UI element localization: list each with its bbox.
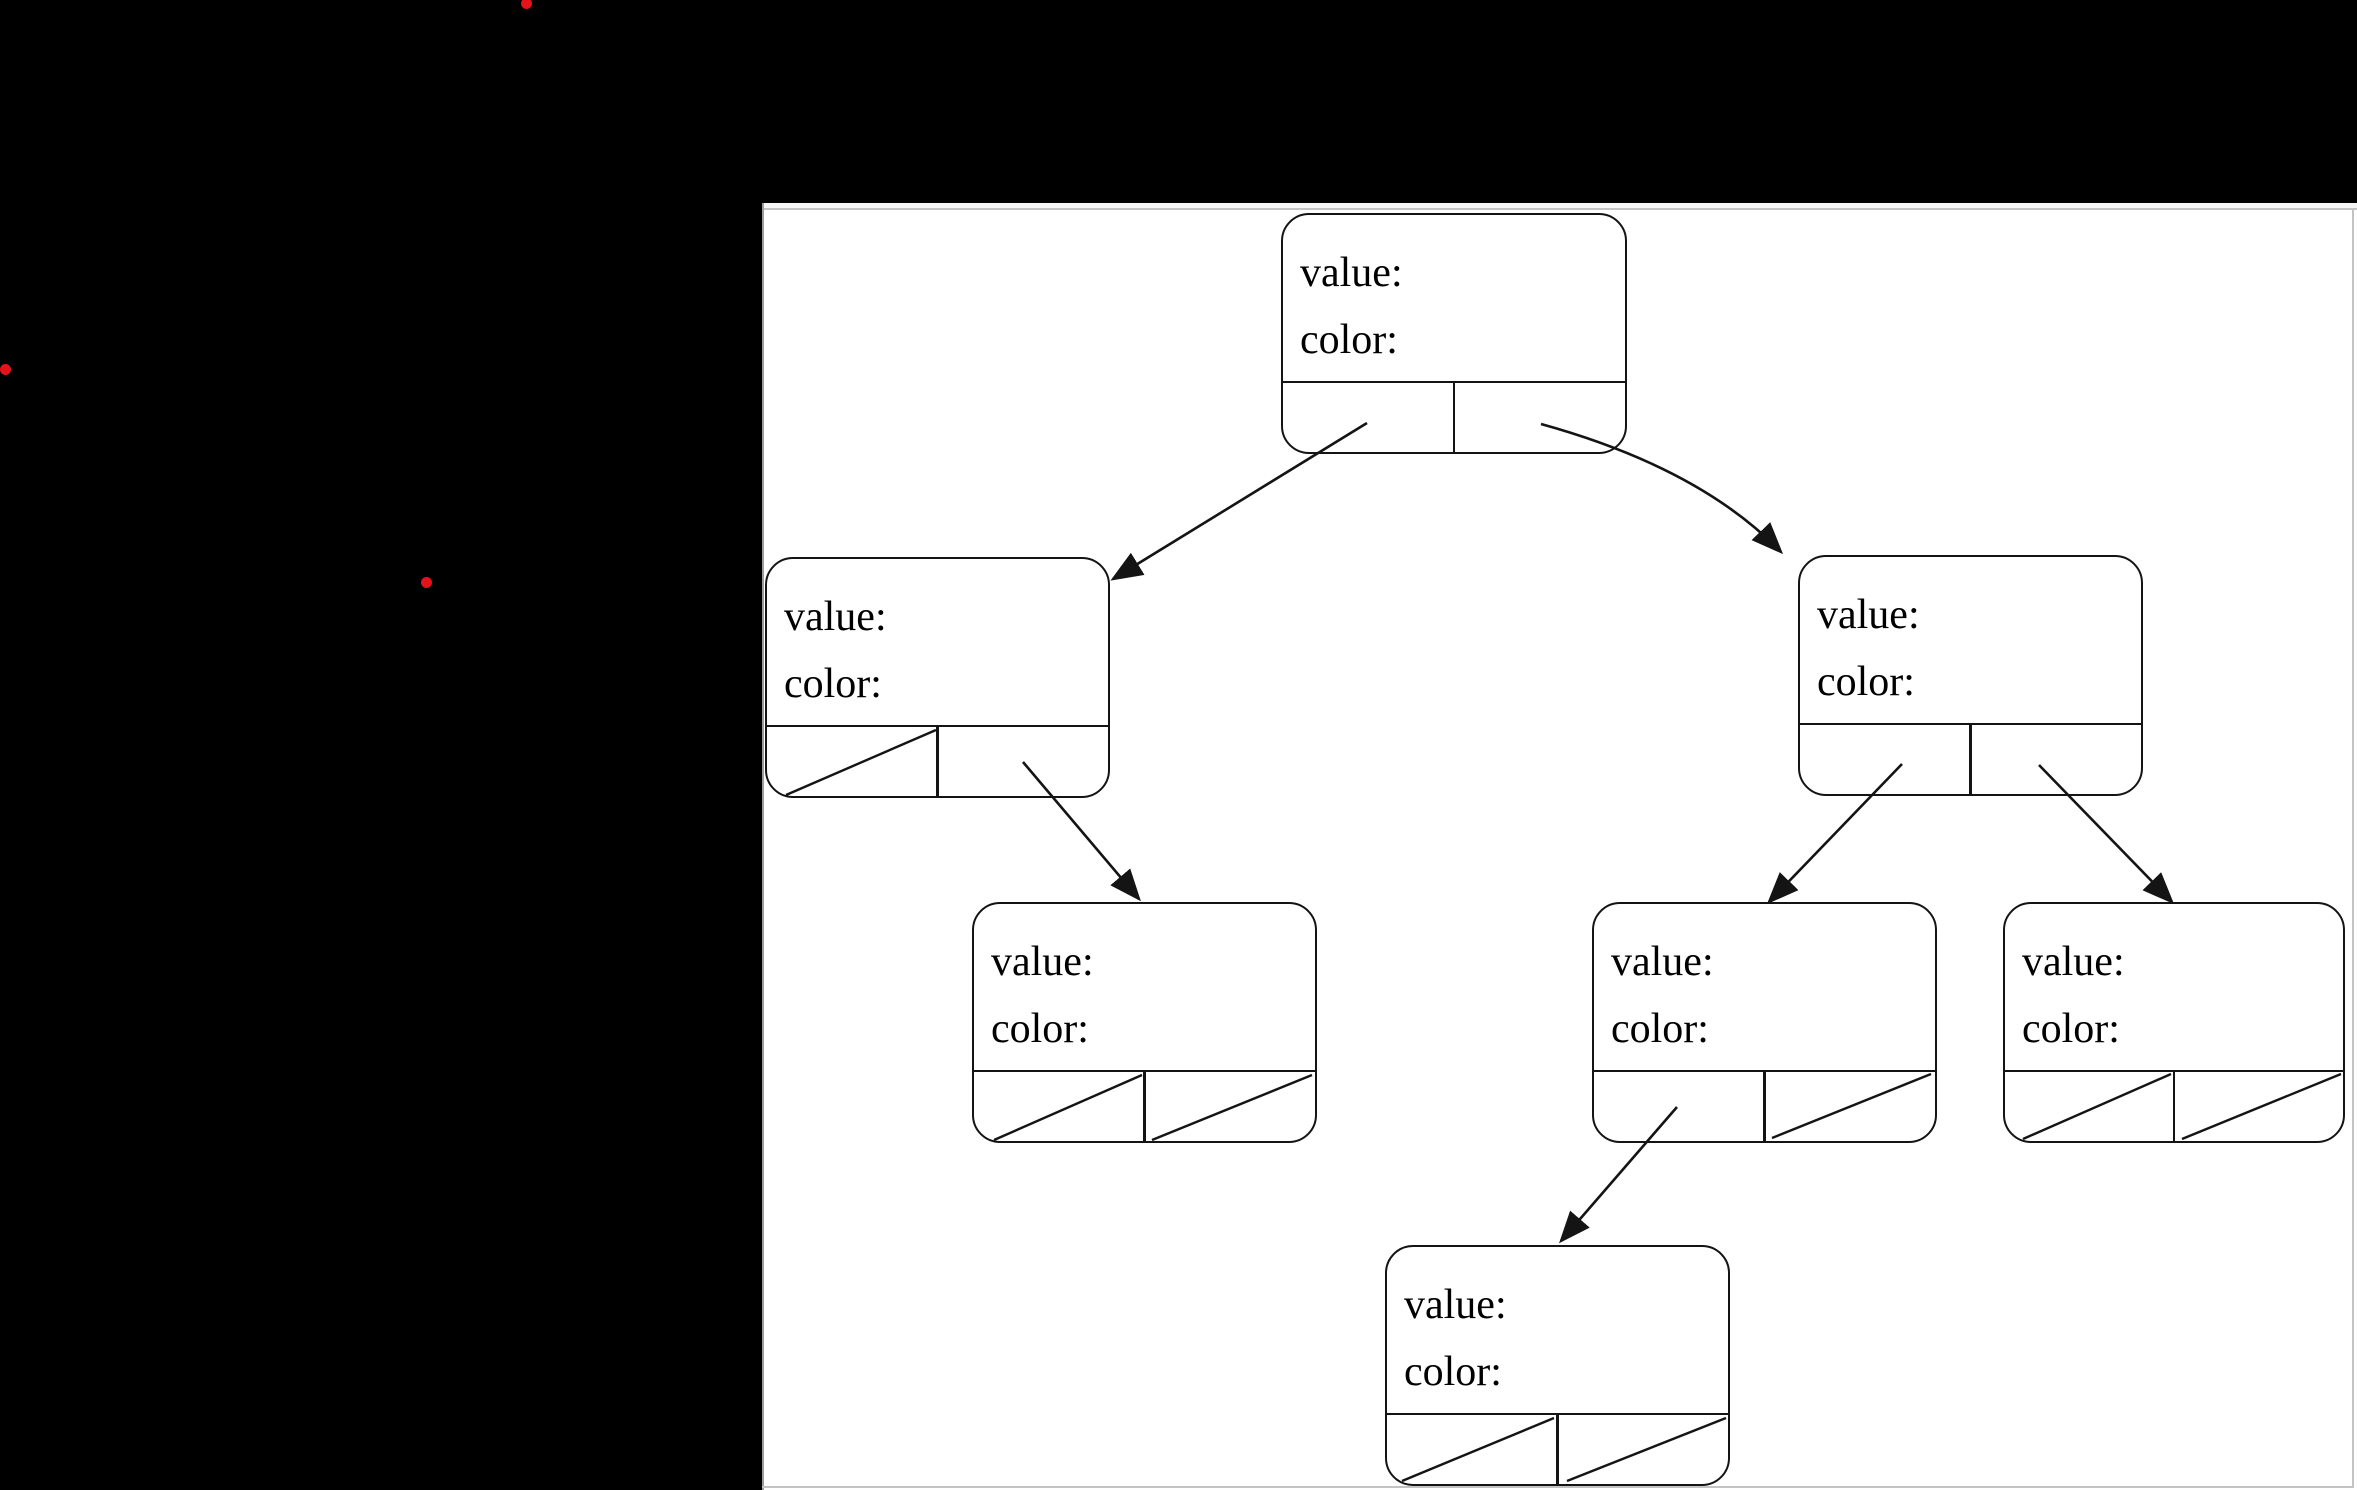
node-fields: value: color: xyxy=(1800,557,2141,716)
node-fields: value: color: xyxy=(1387,1247,1728,1406)
pointer-row xyxy=(1387,1413,1728,1484)
node-value-label: value: xyxy=(1300,250,1403,296)
right-pointer-cell xyxy=(2174,1072,2343,1141)
pointer-divider xyxy=(936,727,939,796)
node-color-label: color: xyxy=(1611,1006,1709,1052)
node-value-label: value: xyxy=(2022,939,2125,985)
left-pointer-cell xyxy=(1800,725,1971,794)
node-value-label: value: xyxy=(1611,939,1714,985)
node-fields: value: color: xyxy=(974,904,1315,1063)
node-value-label: value: xyxy=(1817,592,1920,638)
node-fields: value: color: xyxy=(1283,215,1625,374)
node-color-label: color: xyxy=(1404,1349,1502,1395)
pointer-row xyxy=(767,725,1108,796)
tree-node-right-left-grandchild: value: color: xyxy=(1592,902,1937,1143)
node-color-label: color: xyxy=(784,661,882,707)
left-pointer-cell xyxy=(1387,1415,1558,1484)
left-pointer-cell xyxy=(1283,383,1454,452)
tree-node-root: value: color: xyxy=(1281,213,1627,454)
right-pointer-cell xyxy=(1454,383,1625,452)
node-color-label: color: xyxy=(991,1006,1089,1052)
red-marker-dot-2 xyxy=(0,364,11,375)
pointer-row xyxy=(1800,723,2141,794)
right-pointer-cell xyxy=(1558,1415,1729,1484)
panel-bottom-border xyxy=(762,1486,2354,1488)
pointer-divider xyxy=(2172,1072,2176,1141)
red-marker-dot-1 xyxy=(521,0,532,9)
panel-right-border xyxy=(2352,208,2354,1488)
tree-node-bottom-great-grandchild: value: color: xyxy=(1385,1245,1730,1486)
right-pointer-cell xyxy=(1145,1072,1316,1141)
left-pointer-cell xyxy=(767,727,938,796)
node-color-label: color: xyxy=(2022,1006,2120,1052)
tree-node-right-right-grandchild: value: color: xyxy=(2003,902,2345,1143)
tree-node-right-child: value: color: xyxy=(1798,555,2143,796)
left-pointer-cell xyxy=(974,1072,1145,1141)
pointer-divider xyxy=(1763,1072,1766,1141)
pointer-divider xyxy=(1452,383,1456,452)
pointer-row xyxy=(2005,1070,2343,1141)
pointer-divider xyxy=(1143,1072,1146,1141)
red-marker-dot-3 xyxy=(421,577,432,588)
node-value-label: value: xyxy=(1404,1282,1507,1328)
node-value-label: value: xyxy=(784,594,887,640)
panel-left-border xyxy=(762,203,764,1490)
pointer-row xyxy=(1594,1070,1935,1141)
node-fields: value: color: xyxy=(2005,904,2343,1063)
right-pointer-cell xyxy=(1765,1072,1936,1141)
pointer-divider xyxy=(1969,725,1972,794)
pointer-row xyxy=(974,1070,1315,1141)
tree-node-left-right-grandchild: value: color: xyxy=(972,902,1317,1143)
left-pointer-cell xyxy=(2005,1072,2174,1141)
node-color-label: color: xyxy=(1817,659,1915,705)
panel-top-strip xyxy=(762,203,2357,210)
node-color-label: color: xyxy=(1300,317,1398,363)
right-pointer-cell xyxy=(938,727,1109,796)
pointer-row xyxy=(1283,381,1625,452)
tree-node-left-child: value: color: xyxy=(765,557,1110,798)
left-pointer-cell xyxy=(1594,1072,1765,1141)
right-pointer-cell xyxy=(1971,725,2142,794)
node-value-label: value: xyxy=(991,939,1094,985)
pointer-divider xyxy=(1556,1415,1559,1484)
node-fields: value: color: xyxy=(1594,904,1935,1063)
node-fields: value: color: xyxy=(767,559,1108,718)
